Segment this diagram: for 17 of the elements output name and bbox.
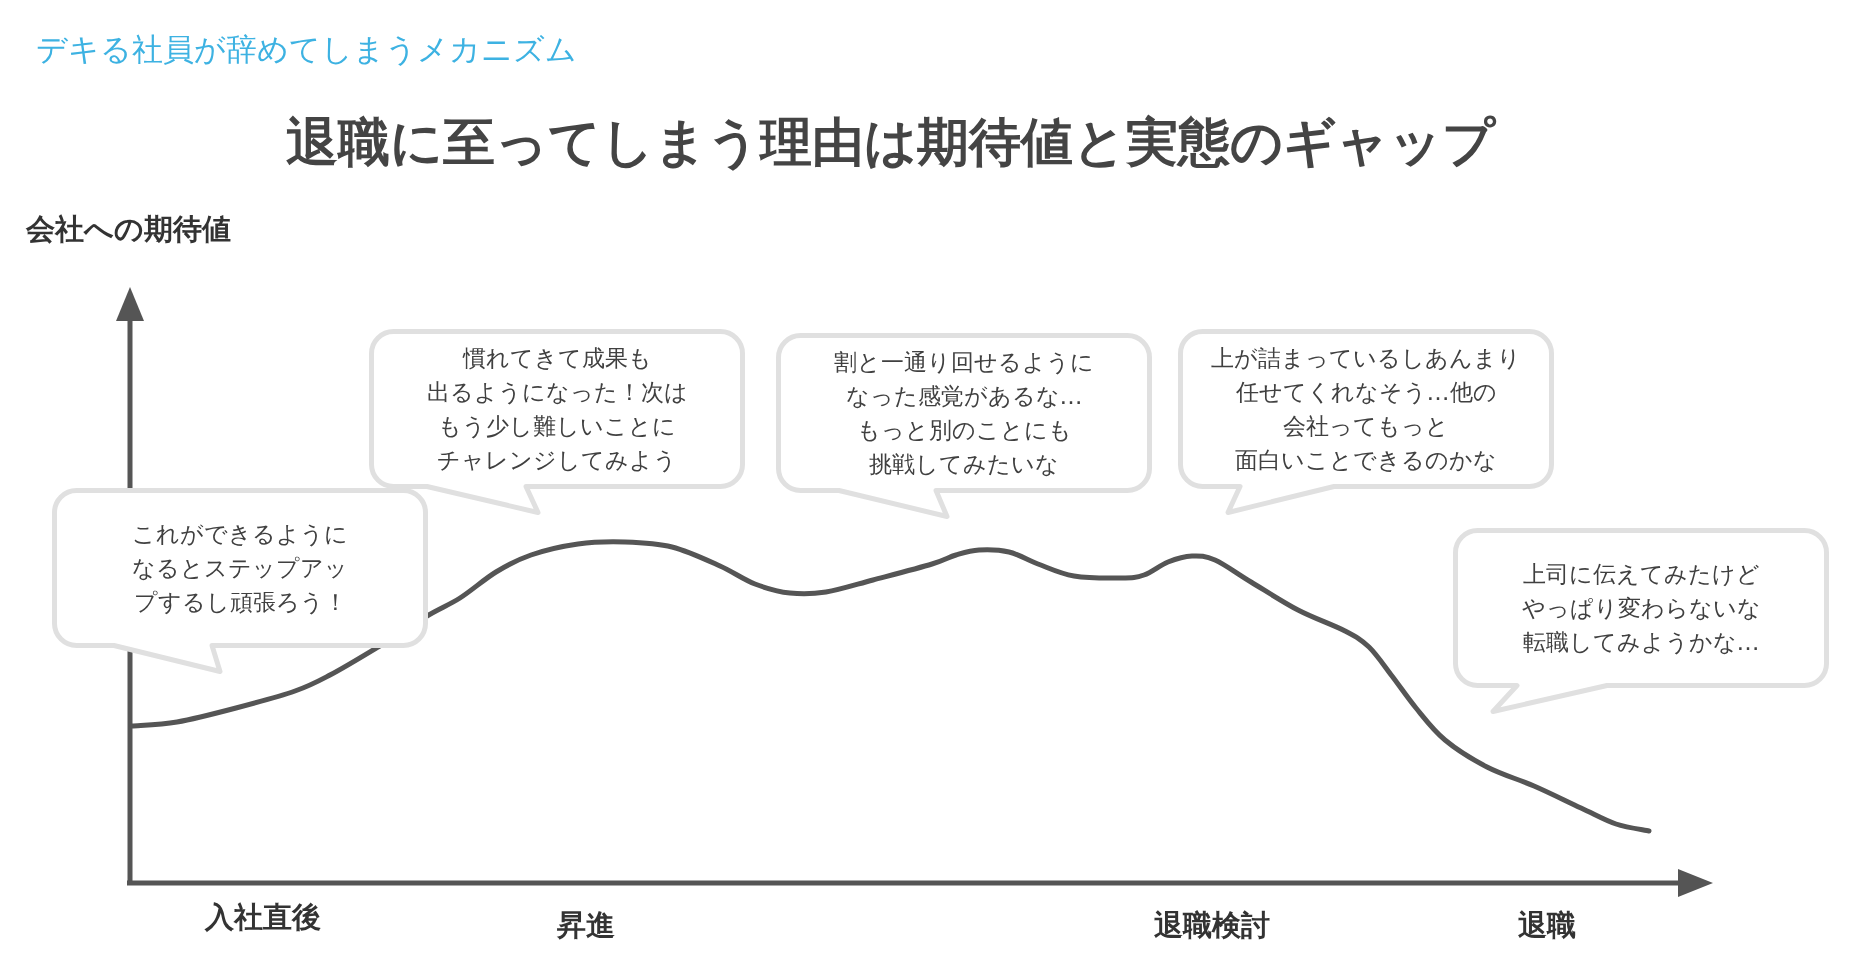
bubble-text: 慣れてきて成果も出るようになった！次はもう少し難しいことにチャレンジしてみよう	[425, 344, 689, 475]
speech-bubble	[52, 488, 428, 677]
axis-label: 退職検討	[1154, 908, 1270, 943]
axis-title: 会社への期待値	[26, 212, 231, 247]
diagram-title: 退職に至ってしまう理由は期待値と実態のギャップ	[285, 111, 1495, 174]
bubble-text: 上が詰まっているしあんまり任せてくれなそう…他の会社ってもっと面白いことできるのかな	[1210, 344, 1522, 475]
bubble-text: 割と一通り回せるようになった感覚があるな…もっと別のことにも挑戦してみたいな	[833, 348, 1095, 479]
axis-label: 退職	[1518, 908, 1576, 943]
speech-bubble	[369, 329, 745, 518]
speech-bubble	[1178, 329, 1554, 518]
bubble-text: これができるようになるとステップアップするし頑張ろう！	[131, 520, 349, 617]
speech-bubble	[776, 333, 1152, 522]
axis-label: 入社直後	[205, 900, 321, 935]
bubble-text: 上司に伝えてみたけどやっぱり変わらないな転職してみようかな…	[1520, 560, 1762, 657]
speech-bubble	[1453, 528, 1829, 717]
section-heading: デキる社員が辞めてしまうメカニズム	[36, 31, 577, 69]
axis-label: 昇進	[557, 908, 615, 943]
